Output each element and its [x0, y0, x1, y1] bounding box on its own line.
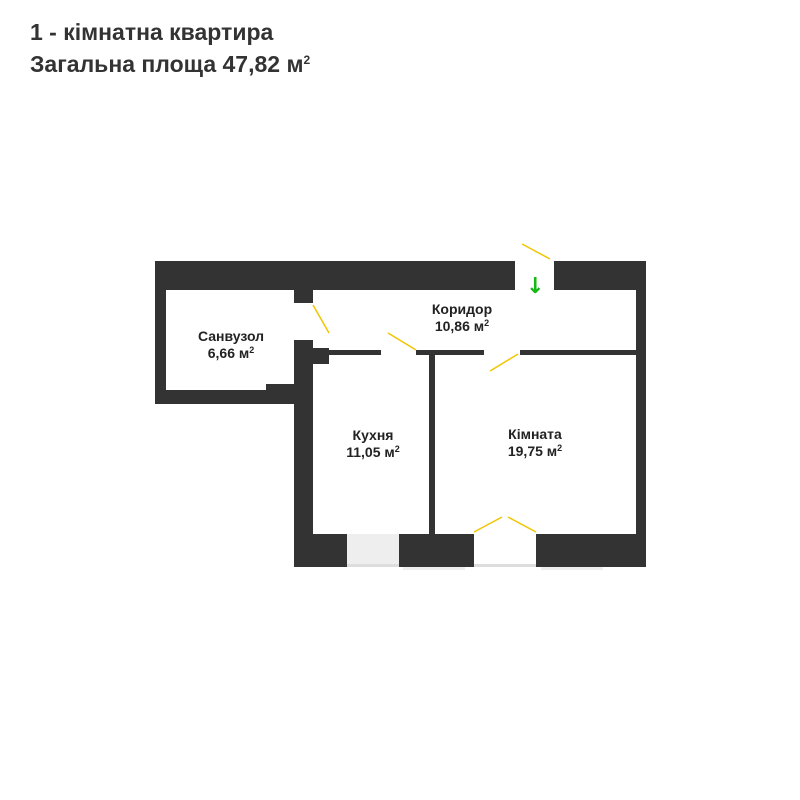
total-area-unit-sup: 2 — [303, 53, 311, 67]
wall-bathroom-bottom — [155, 390, 295, 404]
wall-kitchen-left — [294, 340, 313, 567]
room-label-bathroom: Санвузол 6,66 м2 — [198, 328, 264, 362]
room-area: 10,86 м2 — [432, 318, 492, 335]
arrow-down-icon: ↓ — [526, 274, 545, 299]
room-window-lower — [541, 567, 603, 570]
balcony-door-sill — [474, 564, 536, 567]
partition-room-top — [520, 350, 636, 355]
wall-top-left — [155, 261, 515, 290]
wall-bottom-right — [536, 534, 646, 567]
walls — [155, 261, 646, 567]
room-name: Коридор — [431, 301, 493, 317]
room-area-sup: 2 — [394, 444, 400, 454]
room-name: Санвузол — [197, 328, 265, 344]
wall-bathroom-left — [155, 261, 166, 404]
kitchen-window — [347, 534, 399, 567]
room-label-kitchen: Кухня 11,05 м2 — [346, 427, 400, 461]
wall-bottom-left — [294, 534, 347, 567]
wall-bathroom-corner — [266, 384, 295, 404]
room-area-value: 19,75 м — [507, 443, 558, 459]
room-area-sup: 2 — [484, 318, 490, 328]
title-block: 1 - кімнатна квартира Загальна площа 47,… — [30, 16, 310, 80]
room-area-sup: 2 — [557, 443, 563, 453]
wall-bottom-middle — [399, 534, 474, 567]
entrance-door-swing — [521, 243, 551, 260]
room-area: 6,66 м2 — [198, 345, 264, 362]
room-area-value: 6,66 м — [207, 345, 250, 361]
room-door-swing — [489, 353, 519, 372]
door-swings — [312, 243, 551, 533]
wall-top-right — [554, 261, 646, 290]
bathroom-door-swing — [312, 304, 330, 334]
partition-kitchen-top-right — [416, 350, 484, 355]
room-area: 11,05 м2 — [346, 444, 400, 461]
room-area-value: 10,86 м — [434, 318, 485, 334]
partition-kitchen-room — [429, 350, 435, 534]
total-area-text: Загальна площа 47,82 м — [30, 51, 304, 77]
room-name: Кімната — [508, 426, 562, 442]
room-area-sup: 2 — [249, 345, 255, 355]
kitchen-window-lower — [403, 567, 465, 570]
balcony-door-swing-right — [507, 516, 537, 533]
total-area: Загальна площа 47,82 м2 — [30, 48, 310, 80]
windows — [347, 534, 603, 570]
room-label-corridor: Коридор 10,86 м2 — [432, 301, 492, 335]
balcony-door-swing-left — [473, 516, 503, 533]
partition-kitchen-top-left — [313, 350, 381, 355]
room-name: Кухня — [352, 427, 394, 443]
room-label-room: Кімната 19,75 м2 — [508, 426, 562, 460]
room-area-value: 11,05 м — [346, 444, 395, 460]
apartment-title: 1 - кімнатна квартира — [30, 19, 274, 45]
wall-bathroom-stub — [294, 289, 313, 303]
room-area: 19,75 м2 — [508, 443, 562, 460]
kitchen-door-swing — [387, 332, 417, 351]
kitchen-window-sill — [347, 564, 399, 567]
wall-right — [636, 261, 646, 567]
